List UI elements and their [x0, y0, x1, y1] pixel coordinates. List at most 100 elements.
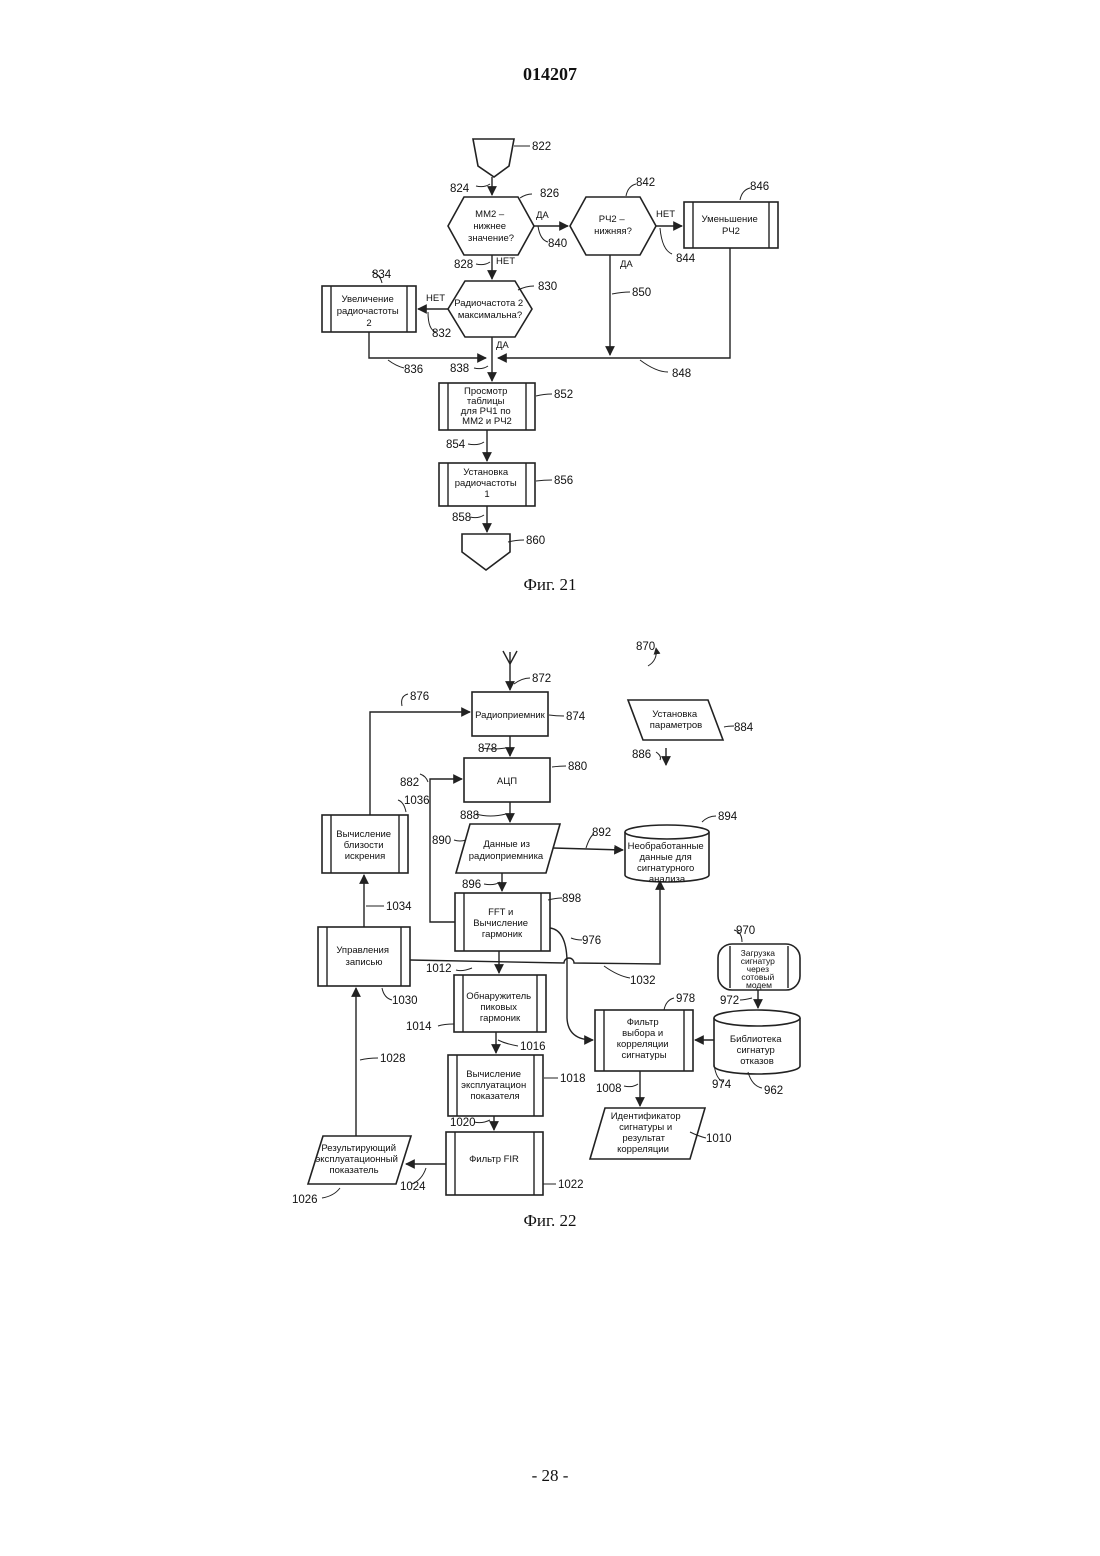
- receiver-label: Радиоприемник: [475, 710, 546, 721]
- label-no-832: НЕТ: [426, 293, 445, 304]
- ref-844: 844: [676, 253, 696, 265]
- label-no-844: НЕТ: [656, 209, 675, 220]
- filter-sel-line4: сигнатуры: [621, 1050, 666, 1061]
- increase-line1: Увеличение: [342, 294, 394, 305]
- ref-856: 856: [554, 475, 573, 487]
- ref-1024: 1024: [400, 1181, 426, 1193]
- ref-890: 890: [432, 835, 451, 847]
- record-line1: Управления: [336, 945, 389, 956]
- rx-data-line2: радиоприемника: [469, 851, 544, 862]
- ref-896: 896: [462, 879, 481, 891]
- ref-858: 858: [452, 512, 471, 524]
- ref-1026: 1026: [292, 1194, 318, 1206]
- adc-label: АЦП: [497, 776, 517, 787]
- ref-882: 882: [400, 777, 419, 789]
- decrease-line1: Уменьшение: [701, 214, 757, 225]
- record-line2: записью: [346, 957, 383, 968]
- result-line1: Результирующий: [321, 1143, 396, 1154]
- ref-976: 976: [582, 935, 601, 947]
- ref-822: 822: [532, 141, 551, 153]
- perf-line1: Вычисление: [466, 1069, 521, 1080]
- params-line2: параметров: [650, 720, 702, 731]
- ref-826: 826: [540, 188, 559, 200]
- ref-970: 970: [736, 925, 755, 937]
- sig-id-line1: Идентификатор: [611, 1111, 681, 1122]
- ref-836: 836: [404, 364, 423, 376]
- ref-838: 838: [450, 363, 469, 375]
- spark-line2: близости: [344, 840, 384, 851]
- svg-text:РЧ2 – нижняя?: РЧ2 – нижняя?: [594, 214, 632, 237]
- ref-848: 848: [672, 368, 691, 380]
- perf-line2: эксплуатацион: [461, 1080, 526, 1091]
- ref-974: 974: [712, 1079, 732, 1091]
- ref-1016: 1016: [520, 1041, 546, 1053]
- rf2-max-line1: Радиочастота 2: [454, 298, 523, 309]
- label-yes-850: ДА: [620, 259, 633, 270]
- process-decrease-rf2: [684, 202, 778, 248]
- mm2-line3: значение?: [468, 233, 514, 244]
- params-line1: Установка: [652, 709, 698, 720]
- ref-870: 870: [636, 641, 655, 653]
- ref-1018: 1018: [560, 1073, 586, 1085]
- library-line1: Библиотека: [730, 1034, 782, 1045]
- figure-22: Радиоприемник Установка параметров АЦП В…: [292, 641, 800, 1230]
- library-line3: отказов: [740, 1056, 774, 1067]
- ref-1028: 1028: [380, 1053, 406, 1065]
- fft-line2: Вычисление: [473, 918, 528, 929]
- set-rf1-line3: 1: [484, 489, 489, 500]
- fft-line3: гармоник: [482, 929, 523, 940]
- ref-1022: 1022: [558, 1179, 584, 1191]
- increase-line2: радиочастоты: [337, 306, 399, 317]
- set-rf1-line1: Установка: [463, 467, 509, 478]
- modem-line5: модем: [746, 980, 772, 990]
- label-yes-840: ДА: [536, 210, 549, 221]
- mm2-line1: ММ2 –: [475, 209, 505, 220]
- ref-832: 832: [432, 328, 451, 340]
- ref-880: 880: [568, 761, 587, 773]
- ref-1032: 1032: [630, 975, 656, 987]
- ref-894: 894: [718, 811, 738, 823]
- antenna-icon: [503, 651, 517, 690]
- raw-data-line1: Необработанные: [628, 841, 704, 852]
- increase-line3: 2: [366, 318, 371, 329]
- ref-1034: 1034: [386, 901, 412, 913]
- svg-text:Вычисление близости: Вычисление близости искрения: [336, 829, 393, 862]
- perf-line3: показателя: [470, 1091, 519, 1102]
- ref-876: 876: [410, 691, 429, 703]
- ref-1020: 1020: [450, 1117, 476, 1129]
- rf2-low-line1: РЧ2 –: [599, 214, 626, 225]
- result-line3: показатель: [329, 1165, 378, 1176]
- fir-label: Фильтр FIR: [469, 1154, 519, 1165]
- ref-1008: 1008: [596, 1083, 622, 1095]
- decrease-line2: РЧ2: [722, 226, 740, 237]
- ref-972: 972: [720, 995, 739, 1007]
- raw-data-line2: данные для: [640, 852, 692, 863]
- peak-line3: гармоник: [480, 1013, 521, 1024]
- rf2-low-line2: нижняя?: [594, 226, 632, 237]
- start-connector: [473, 139, 514, 177]
- ref-1036: 1036: [404, 795, 430, 807]
- ref-828: 828: [454, 259, 473, 271]
- filter-sel-line3: корреляции: [617, 1039, 669, 1050]
- fig22-caption: Фиг. 22: [523, 1211, 576, 1230]
- ref-874: 874: [566, 711, 586, 723]
- spark-line3: искрения: [345, 851, 385, 862]
- svg-text:Установка параметров: Установка параметров: [650, 709, 702, 731]
- svg-text:Радиочастота 2 максималь: Радиочастота 2 максимальна?: [454, 298, 526, 321]
- lookup-line4: ММ2 и РЧ2: [462, 416, 512, 427]
- filter-sel-line2: выбора и: [622, 1028, 663, 1039]
- ref-1030: 1030: [392, 995, 418, 1007]
- label-yes-838: ДА: [496, 340, 509, 351]
- ref-888: 888: [460, 810, 479, 822]
- ref-978: 978: [676, 993, 695, 1005]
- ref-824: 824: [450, 183, 470, 195]
- end-connector: [462, 534, 510, 570]
- ref-852: 852: [554, 389, 573, 401]
- ref-962: 962: [764, 1085, 783, 1097]
- fig21-caption: Фиг. 21: [523, 575, 576, 594]
- ref-872: 872: [532, 673, 551, 685]
- ref-898: 898: [562, 893, 581, 905]
- ref-1010: 1010: [706, 1133, 732, 1145]
- raw-data-line4: анализа: [649, 874, 686, 885]
